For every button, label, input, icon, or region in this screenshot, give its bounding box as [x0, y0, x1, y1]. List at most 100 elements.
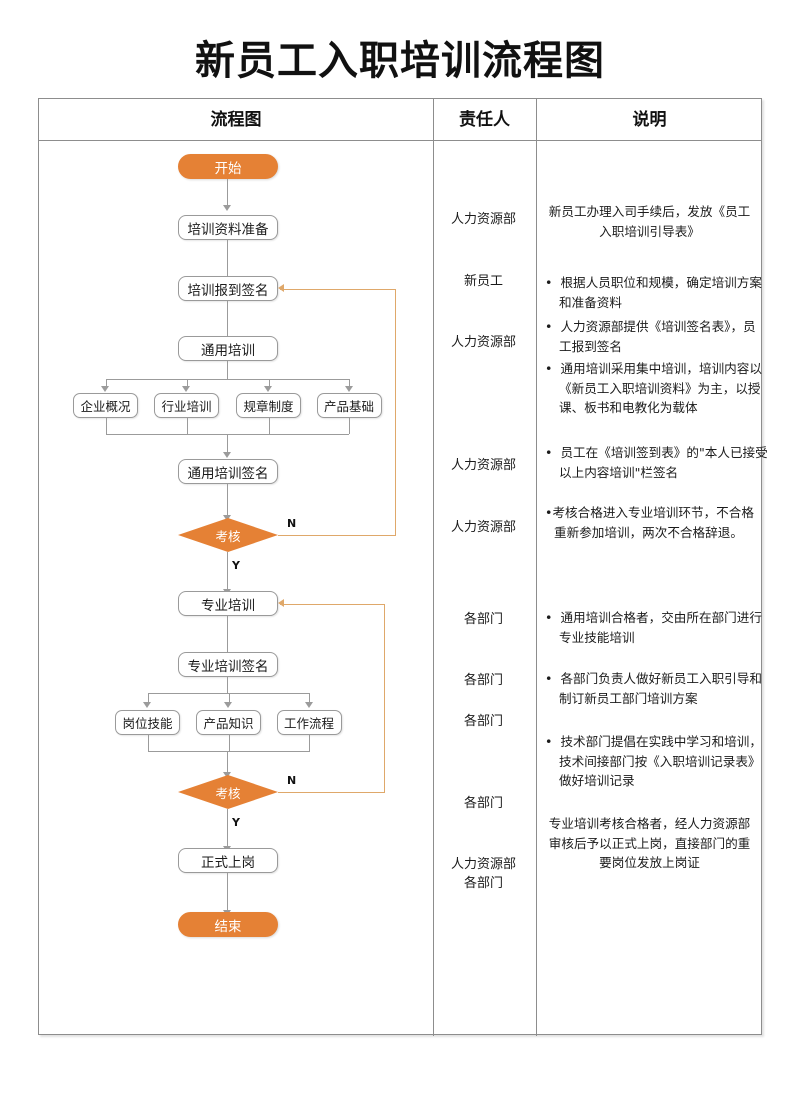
node-general-training[interactable]: 通用培训: [178, 336, 278, 361]
desc-item-4: 通用培训采用集中培训，培训内容以《新员工入职培训资料》为主，以授课、板书和电教化…: [545, 359, 768, 418]
desc-item-9: 技术部门提倡在实践中学习和培训，技术间接部门按《入职培训记录表》做好培训记录: [545, 732, 768, 791]
connector-protopic2-in: [228, 735, 230, 751]
connector-exam1-yes: [227, 552, 229, 590]
owner-item-6: 各部门: [463, 612, 503, 627]
connector-signin-general: [227, 301, 229, 339]
loop1-horizontal-out: [278, 534, 396, 536]
connector-topic3-down: [268, 379, 270, 387]
connector-topic4-down: [349, 379, 350, 387]
desc-item-3: 人力资源部提供《培训签名表》，员工报到签名: [545, 317, 768, 356]
connector-protopic1-in: [147, 735, 149, 751]
node-end[interactable]: 结束: [178, 912, 278, 937]
node-protopic-product-knowledge[interactable]: 产品知识: [196, 710, 261, 735]
diamond-shape-icon: [178, 775, 278, 809]
loop1-vertical: [395, 288, 396, 535]
owner-item-3: 人力资源部: [450, 335, 516, 350]
arrowhead-topic3: [264, 386, 273, 392]
connector-protopic3-in: [309, 735, 310, 751]
arrowhead-protopic1: [143, 702, 152, 708]
desc-item-5: 员工在《培训签到表》的"本人已接受以上内容培训"栏签名: [545, 443, 768, 482]
owner-item-9: 各部门: [463, 796, 503, 811]
node-training-signin[interactable]: 培训报到签名: [178, 276, 278, 301]
connector-protopic3-down: [309, 693, 310, 703]
node-topic-industry-training[interactable]: 行业培训: [154, 393, 219, 418]
decision-exam-general[interactable]: 考核: [178, 518, 278, 552]
flowchart-table: 流程图 责任人 说明: [38, 98, 762, 1036]
node-start[interactable]: 开始: [178, 154, 278, 179]
owner-item-10: 人力资源部 各部门: [450, 857, 516, 891]
owner-item-4: 人力资源部: [450, 458, 516, 473]
owner-item-2: 新员工: [463, 274, 503, 289]
desc-item-1: 新员工办理入司手续后，发放《员工入职培训引导表》: [548, 204, 751, 239]
decision-exam-professional-label: 考核: [215, 785, 241, 801]
connector-topic2-in: [186, 418, 188, 434]
desc-item-7: 通用培训合格者，交由所在部门进行专业技能培训: [545, 608, 768, 647]
arrowhead-topic2: [182, 386, 191, 392]
loop2-arrowhead: [278, 599, 284, 607]
flowchart-canvas: 开始 培训资料准备 培训报到签名 通用培训 企业概况 行业培训 规章制度 产品基…: [38, 140, 432, 1035]
arrowhead-exam1: [223, 515, 231, 521]
connector-prep-signin: [227, 240, 229, 278]
owner-item-8: 各部门: [463, 714, 503, 729]
loop2-horizontal-out: [278, 791, 385, 793]
node-training-material-prep[interactable]: 培训资料准备: [178, 215, 278, 240]
desc-item-6: 考核合格进入专业培训环节，不合格重新参加培训，两次不合格辞退。: [545, 503, 763, 542]
owner-item-5: 人力资源部: [450, 520, 516, 535]
header-owner: 责任人: [459, 110, 510, 130]
node-formal-onboarding[interactable]: 正式上岗: [178, 848, 278, 873]
arrowhead-exam2: [223, 772, 231, 778]
node-topic-company-overview[interactable]: 企业概况: [73, 393, 138, 418]
connector-protopic2-down: [228, 693, 230, 703]
connector-topic1-down: [105, 379, 107, 387]
node-protopic-job-skills[interactable]: 岗位技能: [115, 710, 180, 735]
description-column: 新员工办理入司手续后，发放《员工入职培训引导表》 根据人员职位和规模，确定培训方…: [535, 140, 768, 1035]
owner-item-7: 各部门: [463, 673, 503, 688]
node-topic-rules-regulations[interactable]: 规章制度: [236, 393, 301, 418]
table-header-row: [39, 99, 761, 141]
loop2-horizontal-in: [280, 603, 385, 605]
connector-onboard-end: [227, 873, 229, 911]
page-title: 新员工入职培训流程图: [195, 38, 605, 84]
decision-exam-professional-no-label: N: [287, 774, 297, 787]
connector-general-bus-top: [105, 379, 349, 380]
decision-exam-general-label: 考核: [215, 528, 241, 544]
desc-item-8: 各部门负责人做好新员工入职引导和制订新员工部门培训方案: [545, 669, 768, 708]
decision-exam-professional-yes-label: Y: [232, 816, 240, 829]
connector-protopic1-down: [147, 693, 149, 703]
column-divider-1: [433, 99, 434, 1036]
connector-to-exam2: [227, 751, 229, 773]
arrowhead-prep: [223, 205, 231, 211]
node-professional-training[interactable]: 专业培训: [178, 591, 278, 616]
arrowhead-protopic3: [304, 702, 313, 708]
loop2-vertical: [384, 603, 385, 792]
decision-exam-general-yes-label: Y: [232, 559, 240, 572]
arrowhead-topic4: [344, 386, 353, 392]
connector-pro-fanout: [227, 677, 229, 693]
node-topic-product-basics[interactable]: 产品基础: [316, 393, 382, 418]
diamond-shape-icon: [178, 518, 278, 552]
owner-column: 人力资源部 新员工 人力资源部 人力资源部 人力资源部 各部门 各部门 各部门 …: [432, 140, 535, 1035]
node-protopic-work-process[interactable]: 工作流程: [276, 710, 342, 735]
connector-topic2-down: [186, 379, 188, 387]
loop1-arrowhead: [278, 284, 284, 292]
loop1-horizontal-in: [280, 288, 396, 290]
header-flow: 流程图: [210, 110, 262, 130]
desc-item-2: 根据人员职位和规模，确定培训方案和准备资料: [545, 273, 768, 312]
decision-exam-professional[interactable]: 考核: [178, 775, 278, 809]
desc-item-10: 专业培训考核合格者，经人力资源部审核后予以正式上岗，直接部门的重要岗位发放上岗证: [548, 816, 751, 870]
connector-general-fanout: [227, 361, 229, 379]
decision-exam-general-no-label: N: [287, 517, 297, 530]
node-general-training-sign[interactable]: 通用培训签名: [178, 459, 278, 484]
connector-topic4-in: [349, 418, 350, 434]
node-professional-training-sign[interactable]: 专业培训签名: [178, 652, 278, 677]
connector-pro-bus-bottom: [147, 751, 310, 752]
connector-pro-sign: [227, 616, 229, 654]
connector-topic1-in: [105, 418, 107, 434]
arrowhead-general-sign: [223, 452, 231, 458]
arrowhead-topic1: [101, 386, 110, 392]
connector-topic3-in: [268, 418, 270, 434]
header-desc: 说明: [632, 110, 667, 130]
column-divider-2: [536, 99, 537, 1036]
connector-exam2-yes: [227, 809, 229, 847]
